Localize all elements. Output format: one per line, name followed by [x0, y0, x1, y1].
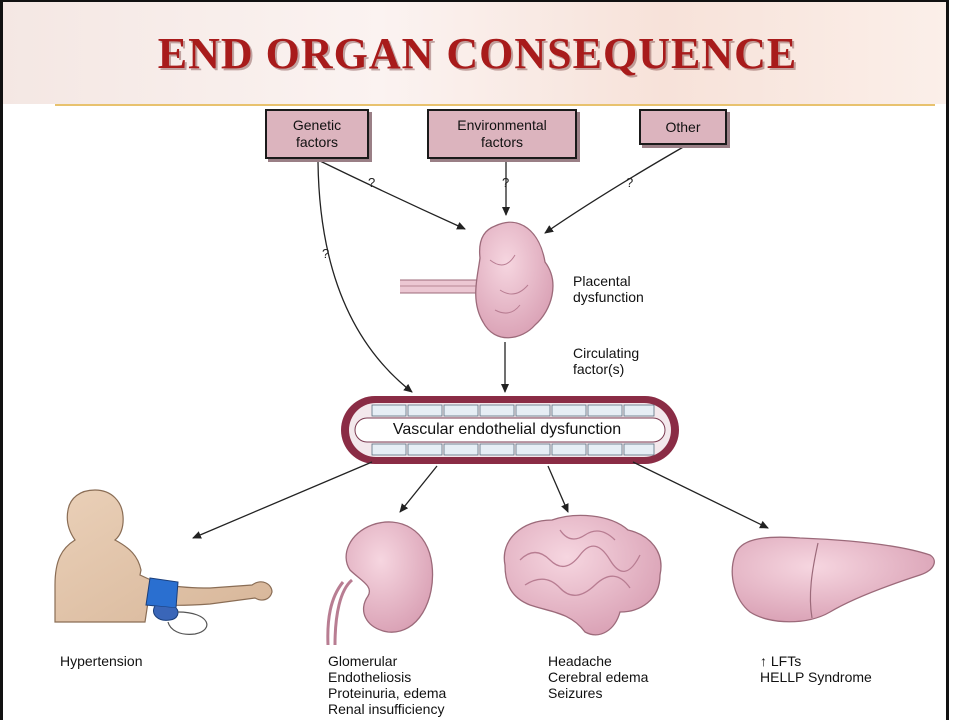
- question-mark-environmental: ?: [502, 175, 509, 190]
- arrow-genetic-to-placenta: [318, 160, 465, 229]
- arrow-to-hypertension: [193, 462, 372, 538]
- arrow-to-brain: [548, 466, 568, 512]
- kidney-outcomes-label: Glomerular Endotheliosis Proteinuria, ed…: [328, 653, 446, 717]
- liver-outcomes-label: ↑ LFTs HELLP Syndrome: [760, 653, 872, 685]
- brain-illustration: [504, 515, 661, 634]
- placenta-illustration: [400, 222, 553, 338]
- arrow-to-kidney: [400, 466, 437, 512]
- environmental-factors-label: Environmental factors: [457, 117, 547, 151]
- kidney-illustration: [328, 522, 433, 645]
- arrow-to-liver: [633, 462, 768, 528]
- other-label: Other: [665, 119, 700, 136]
- question-mark-genetic: ?: [368, 175, 375, 190]
- hypertension-label: Hypertension: [60, 653, 143, 669]
- genetic-factors-box: Genetic factors: [265, 109, 369, 159]
- brain-outcomes-label: Headache Cerebral edema Seizures: [548, 653, 648, 701]
- patient-bp-illustration: [55, 490, 272, 634]
- other-box: Other: [639, 109, 727, 145]
- vascular-dysfunction-label: Vascular endothelial dysfunction: [357, 421, 657, 439]
- circulating-factors-label: Circulating factor(s): [573, 345, 639, 377]
- genetic-factors-label: Genetic factors: [293, 117, 341, 151]
- placental-dysfunction-label: Placental dysfunction: [573, 273, 644, 305]
- environmental-factors-box: Environmental factors: [427, 109, 577, 159]
- liver-illustration: [732, 537, 934, 622]
- question-mark-direct: ?: [322, 246, 329, 261]
- question-mark-other: ?: [626, 175, 633, 190]
- arrow-genetic-to-vessel: [318, 162, 412, 392]
- arrow-other-to-placenta: [545, 146, 685, 233]
